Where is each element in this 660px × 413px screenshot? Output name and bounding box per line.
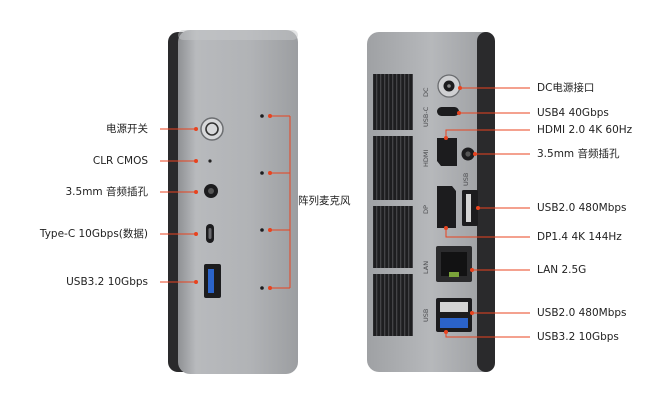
label-front-audio: 3.5mm 音频插孔 <box>65 186 149 198</box>
print-lan: LAN <box>422 261 430 274</box>
hdmi-port-graphic <box>437 138 457 166</box>
label-lan: LAN 2.5G <box>537 264 587 276</box>
label-usb4: USB4 40Gbps <box>537 107 609 119</box>
label-rear-usb32: USB3.2 10Gbps <box>537 331 619 343</box>
dp-port-graphic <box>437 186 456 228</box>
rear-callouts <box>445 87 530 338</box>
label-usb20-top: USB2.0 480Mbps <box>537 202 627 214</box>
print-dc: DC <box>422 87 430 97</box>
print-usb: USB <box>462 173 470 186</box>
label-mic-array: 阵列麦克风 <box>298 195 351 207</box>
power-button-graphic <box>200 117 224 141</box>
front-panel <box>178 30 298 374</box>
label-power-switch: 电源开关 <box>106 123 148 135</box>
usb4-port-graphic <box>437 107 459 116</box>
print-hdmi: HDMI <box>422 149 430 167</box>
label-dc-input: DC电源接口 <box>537 82 595 94</box>
print-usbc: USB-C <box>422 106 430 127</box>
print-usb-bottom: USB <box>422 309 430 322</box>
label-rear-audio: 3.5mm 音频插孔 <box>537 148 620 160</box>
label-clr-cmos: CLR CMOS <box>92 155 148 167</box>
clr-cmos-hole <box>208 159 212 163</box>
print-dp: DP <box>422 205 430 214</box>
label-hdmi: HDMI 2.0 4K 60Hz <box>537 124 633 136</box>
label-front-typec: Type-C 10Gbps(数据) <box>39 228 148 240</box>
rear-side-shadow <box>477 32 495 372</box>
label-front-usb32: USB3.2 10Gbps <box>66 276 148 288</box>
front-unit <box>168 30 298 374</box>
rear-unit: DC USB-C HDMI USB DP LAN USB <box>367 32 495 372</box>
label-dp: DP1.4 4K 144Hz <box>537 231 622 243</box>
front-callouts <box>160 115 291 289</box>
label-usb20-bottom: USB2.0 480Mbps <box>537 307 627 319</box>
